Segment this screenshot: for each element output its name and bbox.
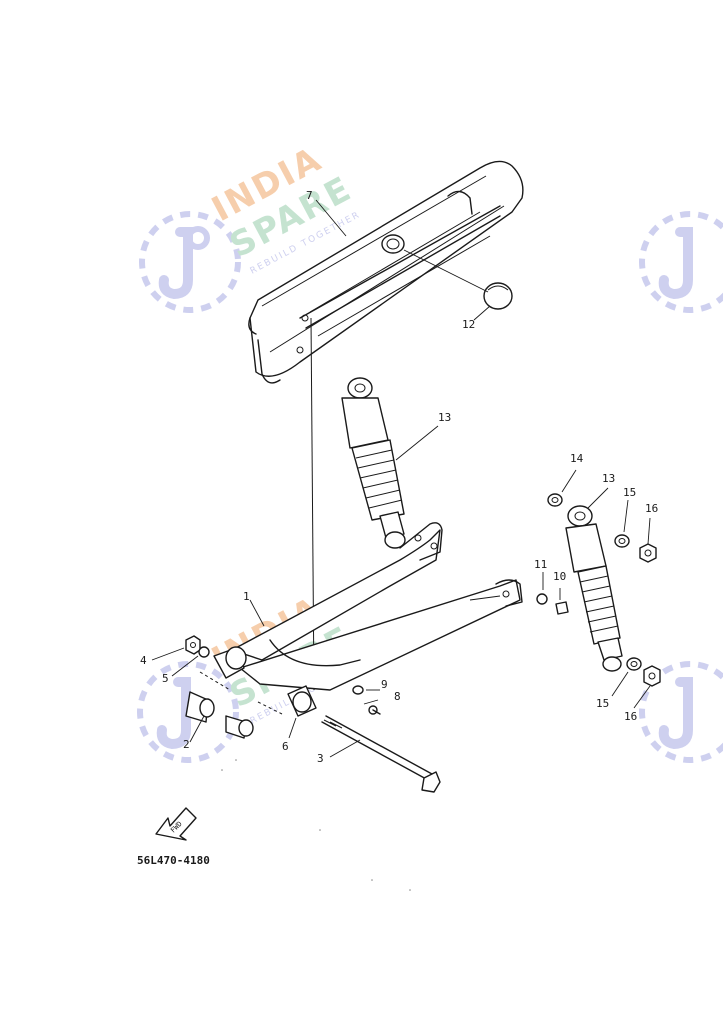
swing-arm	[231, 522, 523, 691]
label-part-3: 3	[317, 752, 324, 765]
label-part-14: 14	[570, 452, 584, 465]
bushings-2	[185, 691, 254, 739]
part-labels: 1 2 3 4 5 6 7 8 9 10 11 12 13 13 14 15 1…	[140, 189, 658, 765]
label-part-8: 8	[394, 690, 401, 703]
label-part-15-lower: 15	[596, 697, 609, 710]
washer-15-upper	[614, 534, 630, 548]
label-part-7: 7	[306, 189, 313, 202]
label-part-9: 9	[381, 678, 388, 691]
leader-lines	[151, 199, 651, 758]
label-part-13-right: 13	[602, 472, 615, 485]
chain-case	[248, 160, 524, 384]
label-part-2: 2	[183, 738, 190, 751]
pivot-boss-left	[213, 646, 247, 679]
pivot-shaft-3	[321, 715, 441, 793]
label-part-5: 5	[162, 672, 169, 685]
label-part-10: 10	[553, 570, 566, 583]
collar-6	[287, 685, 317, 717]
watermark-logo-right	[639, 211, 723, 763]
label-part-12: 12	[462, 318, 475, 331]
nut-16-lower	[643, 665, 661, 687]
label-part-1: 1	[243, 590, 250, 603]
nut-16-upper	[639, 543, 657, 563]
label-part-16-lower: 16	[624, 710, 637, 723]
nut-4	[185, 635, 201, 655]
catalog-code: 56L470-4180	[137, 854, 210, 867]
label-part-11: 11	[534, 558, 547, 571]
washer-9	[352, 685, 364, 695]
label-part-6: 6	[282, 740, 289, 753]
shock-absorber-left	[341, 377, 406, 549]
washer-5	[198, 646, 210, 658]
label-part-13-left: 13	[438, 411, 451, 424]
fwd-arrow-icon: FWD	[155, 807, 197, 841]
label-part-15-upper: 15	[623, 486, 636, 499]
washer-15-lower	[626, 657, 642, 671]
washer-14	[547, 493, 563, 507]
scan-specks	[221, 759, 411, 891]
bolt-10-11	[536, 593, 569, 615]
shock-absorber-right	[565, 505, 623, 672]
chain-case-cap	[403, 249, 513, 310]
label-part-4: 4	[140, 654, 147, 667]
bolt-8	[368, 705, 381, 715]
label-part-16-upper: 16	[645, 502, 658, 515]
